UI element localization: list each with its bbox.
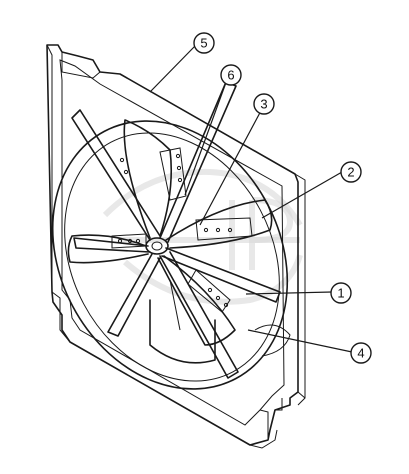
fan-blades <box>67 119 273 346</box>
callout-2: 2 <box>340 161 362 183</box>
callout-4-label: 4 <box>357 346 364 361</box>
callout-6-label: 6 <box>227 68 234 83</box>
callout-3-label: 3 <box>260 97 267 112</box>
callout-6: 6 <box>220 64 242 86</box>
callout-4: 4 <box>350 342 372 364</box>
callout-3: 3 <box>253 93 275 115</box>
callout-1: 1 <box>330 282 352 304</box>
fan-motor <box>149 299 291 364</box>
callout-1-label: 1 <box>337 286 344 301</box>
callout-5-label: 5 <box>200 36 207 51</box>
leader-lines <box>149 45 353 353</box>
fan-shroud <box>46 44 306 449</box>
watermark-logo <box>102 168 303 305</box>
bolt-holes <box>117 153 233 308</box>
callout-5: 5 <box>193 32 215 54</box>
callout-2-label: 2 <box>347 165 354 180</box>
